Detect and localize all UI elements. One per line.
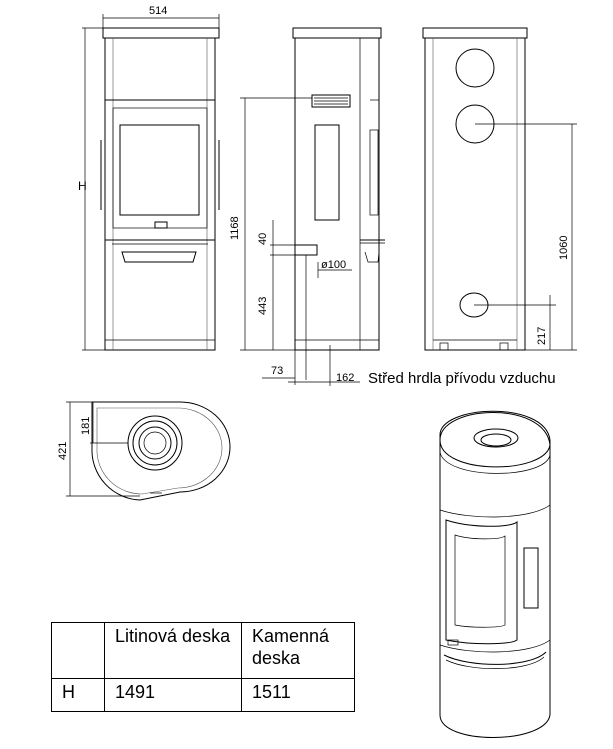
air-inlet-height: 1060: [558, 236, 570, 260]
top-view: [66, 401, 231, 501]
table-cell: 1511: [241, 678, 355, 712]
width-dimension: 514: [149, 5, 167, 17]
table-cell: H: [51, 678, 105, 712]
total-flue-height: 1168: [229, 216, 241, 240]
rear-view: [422, 27, 577, 351]
air-offset: 162: [336, 372, 354, 384]
table-header-cell: Litinová deska: [104, 622, 242, 679]
side-view: [240, 27, 385, 386]
depth-dimension: 421: [57, 442, 69, 460]
height-table: Litinová deska Kamenná deska H 1491 1511: [51, 622, 355, 712]
table-cell: 1491: [104, 678, 242, 712]
side-gap-dimension: 40: [257, 233, 269, 245]
rear-flue-height: 443: [257, 297, 269, 315]
table-header-row: Litinová deska Kamenná deska: [51, 622, 355, 679]
table-header-cell: [51, 622, 105, 679]
rear-offset: 73: [271, 365, 283, 377]
air-inlet-low: 217: [536, 327, 548, 345]
stove-3d-view: [439, 410, 551, 738]
height-label: H: [78, 179, 87, 193]
table-header-cell: Kamenná deska: [241, 622, 355, 679]
air-inlet-caption: Střed hrdla přívodu vzduchu: [368, 370, 556, 387]
flue-diameter: ø100: [321, 259, 346, 271]
front-view: [82, 14, 220, 351]
table-row: H 1491 1511: [51, 678, 355, 712]
flue-depth-dimension: 181: [80, 417, 92, 435]
